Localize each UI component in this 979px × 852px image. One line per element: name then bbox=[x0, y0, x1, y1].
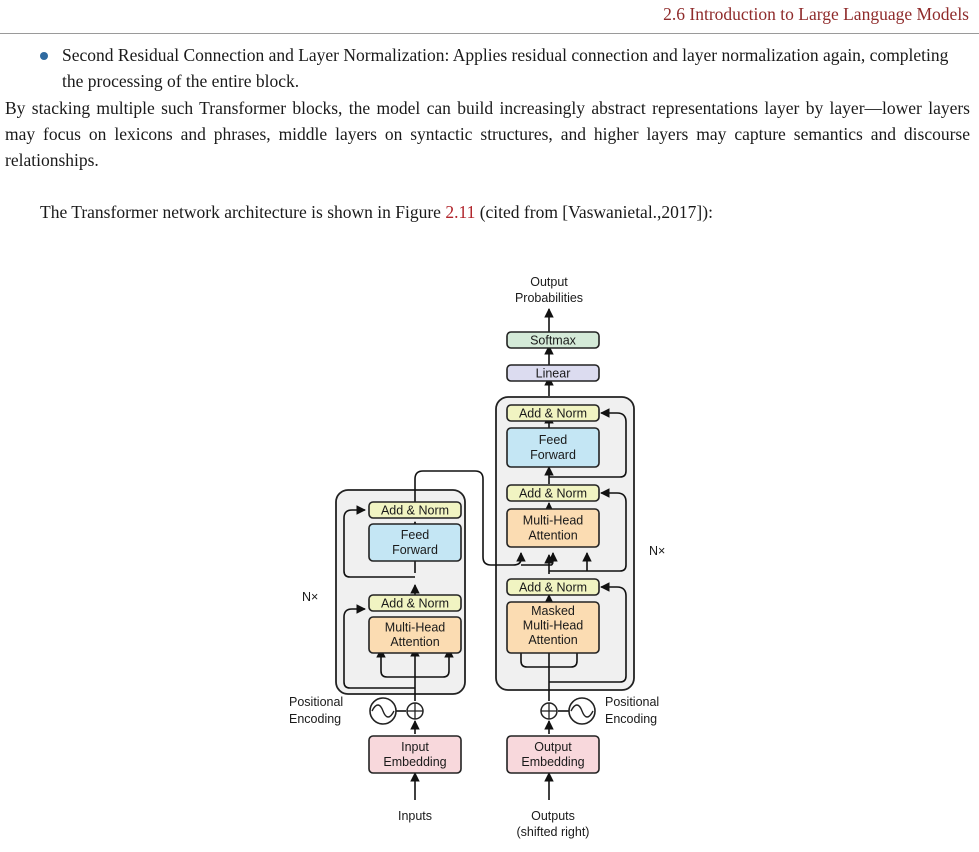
header-rule bbox=[0, 33, 979, 34]
encoder-attention-label: Attention bbox=[390, 635, 439, 649]
input-embedding-box bbox=[368, 735, 462, 774]
bullet-icon bbox=[40, 52, 48, 60]
output-probabilities-label-2: Probabilities bbox=[515, 291, 583, 305]
encoder-forward-label: Forward bbox=[392, 543, 438, 557]
decoder-encoding-label: Encoding bbox=[605, 712, 657, 726]
encoder-nx-label: N× bbox=[302, 590, 318, 604]
output-embedding-box bbox=[506, 735, 600, 774]
decoder-forward-label: Forward bbox=[530, 448, 576, 462]
encoder-sine-icon bbox=[371, 704, 395, 718]
decoder-positional-label: Positional bbox=[605, 695, 659, 709]
inputs-label: Inputs bbox=[398, 809, 432, 823]
output-embedding-label-2: Embedding bbox=[521, 755, 584, 769]
output-probabilities-label: Output bbox=[530, 275, 568, 289]
encoder-add-norm-top-label: Add & Norm bbox=[381, 504, 449, 518]
decoder-masked-label: Masked bbox=[531, 604, 575, 618]
outputs-label: Outputs bbox=[531, 809, 575, 823]
decoder-sine-icon bbox=[570, 704, 594, 718]
decoder-add-norm-bottom-label: Add & Norm bbox=[519, 581, 587, 595]
decoder-feed-forward bbox=[506, 427, 600, 468]
output-embedding-label-1: Output bbox=[534, 740, 572, 754]
encoder-add-norm-top bbox=[368, 501, 462, 519]
decoder-feed-label: Feed bbox=[539, 433, 568, 447]
encoder-feed-label: Feed bbox=[401, 528, 430, 542]
encoder-multihead-label: Multi-Head bbox=[385, 621, 445, 635]
decoder-cross-attention-label: Attention bbox=[528, 529, 577, 543]
softmax-label: Softmax bbox=[530, 334, 577, 348]
outputs-shifted-label: (shifted right) bbox=[517, 825, 590, 839]
decoder-cross-multihead-label: Multi-Head bbox=[523, 514, 583, 528]
input-embedding-label-1: Input bbox=[401, 740, 429, 754]
linear-box bbox=[506, 364, 600, 382]
linear-label: Linear bbox=[536, 367, 571, 381]
decoder-add-norm-middle bbox=[506, 484, 600, 502]
figure-sentence-start: The Transformer network architecture is … bbox=[40, 202, 446, 222]
input-embedding-label-2: Embedding bbox=[383, 755, 446, 769]
decoder-masked-multihead-label: Multi-Head bbox=[523, 619, 583, 633]
decoder-add-norm-top bbox=[506, 404, 600, 422]
encoder-positional-label: Positional bbox=[289, 695, 343, 709]
decoder-add-norm-middle-label: Add & Norm bbox=[519, 487, 587, 501]
softmax-box bbox=[506, 331, 600, 349]
encoder-feed-forward bbox=[368, 523, 462, 562]
decoder-nx-label: N× bbox=[649, 544, 665, 558]
figure-ref-link[interactable]: 2.11 bbox=[445, 202, 476, 222]
paragraph-stacking: By stacking multiple such Transformer bl… bbox=[5, 98, 970, 170]
decoder-add-norm-bottom bbox=[506, 578, 600, 596]
decoder-add-norm-top-label: Add & Norm bbox=[519, 407, 587, 421]
decoder-masked-attention-label: Attention bbox=[528, 633, 577, 647]
encoder-block bbox=[335, 489, 466, 695]
encoder-attention bbox=[368, 616, 462, 654]
decoder-cross-attention bbox=[506, 508, 600, 548]
paragraph-figure-reference: The Transformer network architecture is … bbox=[40, 199, 975, 225]
transformer-architecture-diagram: Output Probabilities Softmax Linear Add … bbox=[289, 275, 665, 839]
running-header: 2.6 Introduction to Large Language Model… bbox=[663, 4, 969, 24]
figure-sentence-end: (cited from [Vaswanietal.,2017]): bbox=[475, 202, 713, 222]
encoder-add-norm-bottom-label: Add & Norm bbox=[381, 597, 449, 611]
bullet-text: Second Residual Connection and Layer Nor… bbox=[62, 45, 949, 91]
decoder-masked-attention bbox=[506, 601, 600, 654]
encoder-encoding-label: Encoding bbox=[289, 712, 341, 726]
encoder-add-norm-bottom bbox=[368, 594, 462, 612]
